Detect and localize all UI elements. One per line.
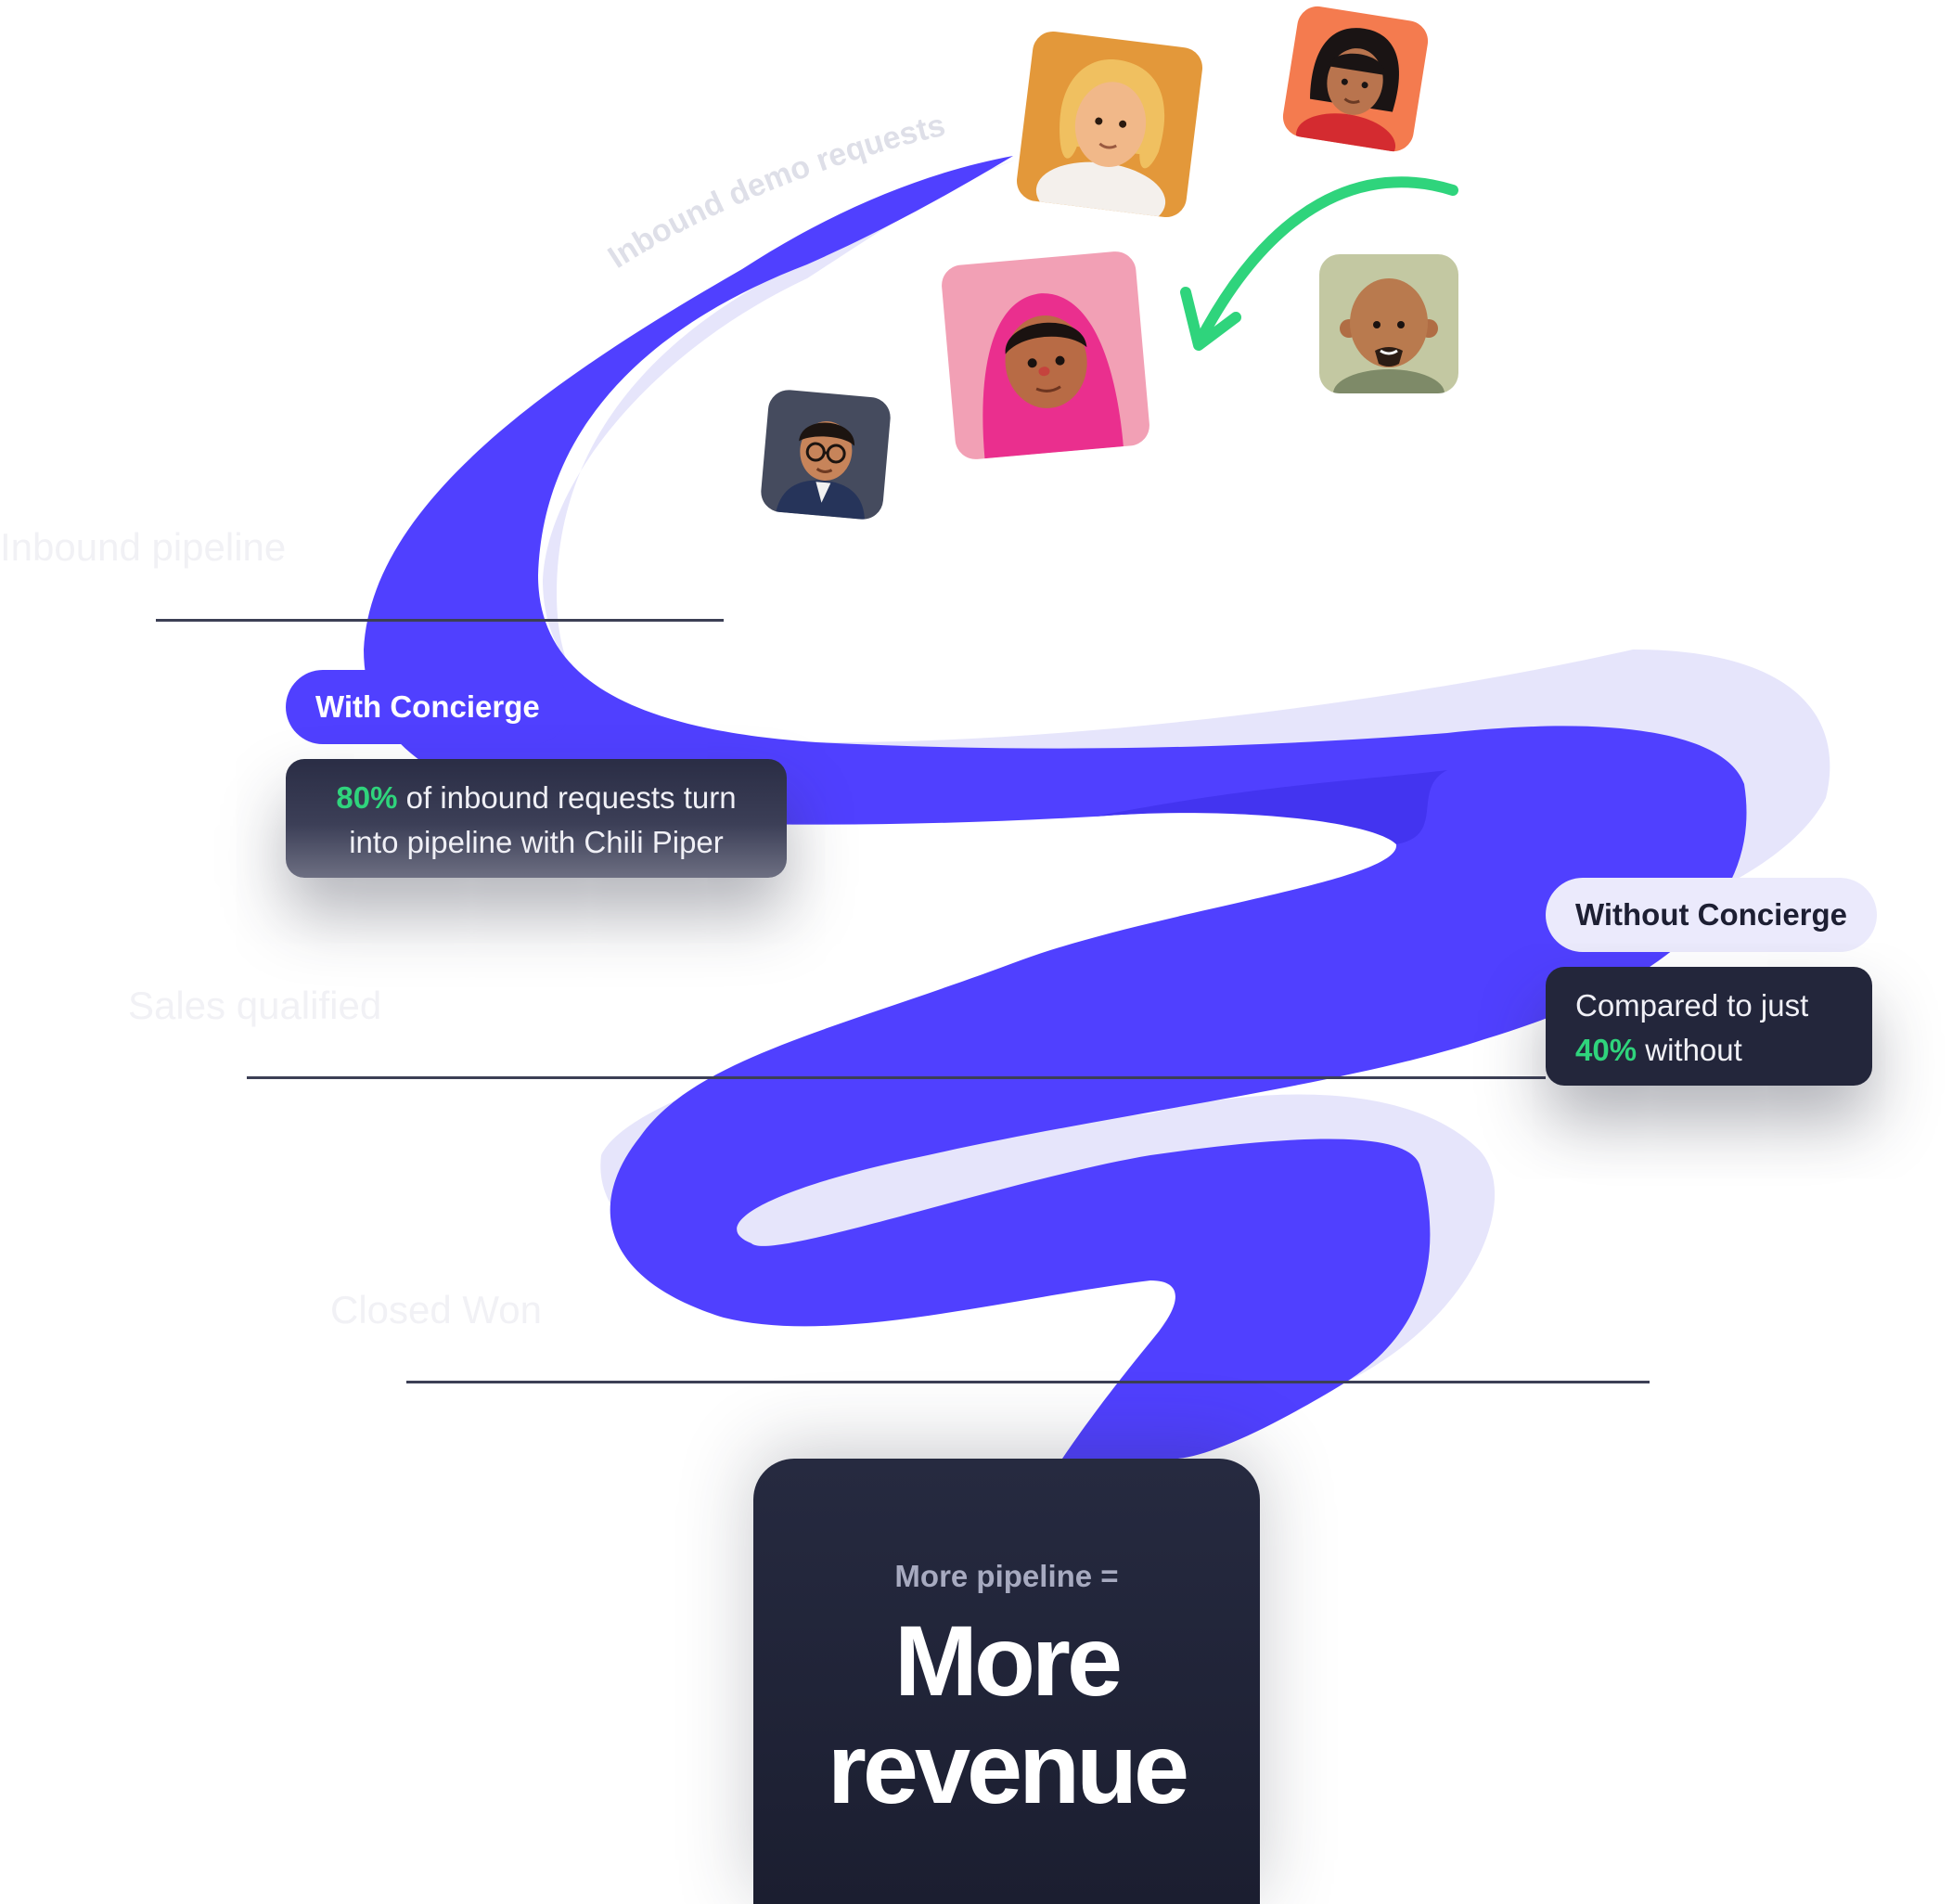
with-stat-percentage: 80% <box>336 780 398 815</box>
without-stat-percentage: 40% <box>1575 1033 1637 1067</box>
more-revenue-card: More pipeline = More revenue <box>753 1459 1260 1904</box>
with-concierge-label: With Concierge <box>315 689 540 724</box>
without-concierge-pill: Without Concierge <box>1546 878 1878 952</box>
avatar-man-glasses <box>759 388 893 521</box>
with-stat-line1: 80% of inbound requests turn <box>286 776 787 820</box>
revenue-headline-line2: revenue <box>827 1712 1189 1824</box>
with-stat-line1-text: of inbound requests turn <box>397 780 737 815</box>
divider-won <box>406 1381 1650 1383</box>
avatar-woman-hijab <box>940 250 1151 461</box>
avatar-woman-bangs <box>1279 3 1432 155</box>
divider-inbound <box>156 619 724 622</box>
revenue-headline: More revenue <box>753 1607 1260 1822</box>
with-stat-line2: into pipeline with Chili Piper <box>349 825 724 859</box>
without-stat-line2-text: without <box>1637 1033 1742 1067</box>
with-concierge-stat-card: 80% of inbound requests turn into pipeli… <box>286 759 787 878</box>
stage-label-sales: Sales qualified <box>128 984 382 1027</box>
without-concierge-stat-card: Compared to just 40% without <box>1546 967 1872 1086</box>
stream-with-concierge <box>364 156 1747 1460</box>
avatar-bald-man <box>1319 254 1458 393</box>
arrow-curved-left-down-icon <box>1180 176 1458 351</box>
revenue-headline-line1: More <box>893 1604 1123 1717</box>
stage-label-inbound: Inbound pipeline <box>0 525 287 569</box>
without-stat-line2: 40% without <box>1575 1028 1872 1073</box>
with-concierge-pill: With Concierge <box>286 670 570 744</box>
stream-shade <box>1095 770 1447 844</box>
without-stat-line1: Compared to just <box>1575 988 1809 1023</box>
without-concierge-label: Without Concierge <box>1575 897 1848 932</box>
avatar-blonde-woman <box>1014 29 1205 220</box>
divider-sales <box>247 1076 1546 1079</box>
stage-label-won: Closed Won <box>330 1288 543 1332</box>
revenue-kicker: More pipeline = <box>894 1559 1119 1593</box>
